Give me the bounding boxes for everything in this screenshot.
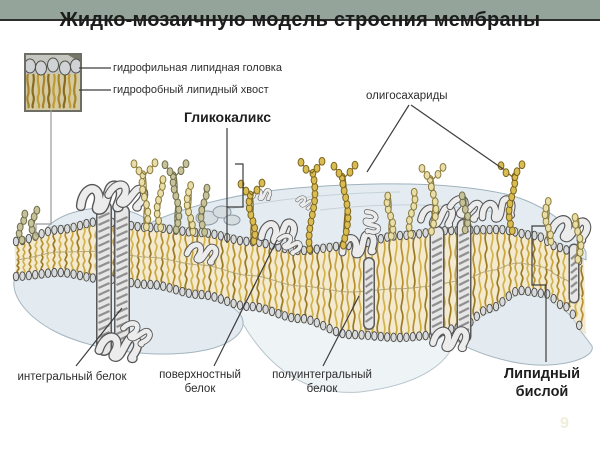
integral-protein-pointer bbox=[75, 307, 123, 367]
label-lipid-bilayer: Липидный бислой bbox=[503, 366, 581, 400]
surface-protein-pointer bbox=[213, 239, 278, 367]
label-oligosaccharides: олигосахариды bbox=[366, 90, 448, 102]
label-glycocalyx: Гликокаликс bbox=[184, 109, 272, 125]
header-rule bbox=[0, 19, 600, 21]
page-number: 9 bbox=[560, 415, 569, 432]
slide-title: Жидко-мозаичную модель строения мембраны bbox=[59, 9, 541, 31]
label-semi-integral-protein: полуинтегральный белок bbox=[272, 369, 372, 396]
glycocalyx-bracket bbox=[227, 163, 244, 208]
label-hydrophobic-tail: гидрофобный липидный хвост bbox=[113, 84, 269, 96]
inset-pointer bbox=[35, 110, 52, 236]
oligosaccharides-pointer-right bbox=[410, 104, 504, 170]
label-integral-protein: интегральный белок bbox=[17, 371, 127, 383]
label-hydrophilic-head: гидрофильная липидная головка bbox=[113, 62, 282, 74]
header-bar bbox=[0, 0, 600, 19]
lipid-bilayer-bracket bbox=[531, 225, 547, 362]
label-surface-protein: поверхностный белок bbox=[159, 369, 241, 396]
lipid-closeup-inset bbox=[24, 53, 82, 112]
semi-integral-protein-pointer bbox=[322, 295, 360, 367]
oligosaccharides-pointer-left bbox=[366, 104, 410, 173]
